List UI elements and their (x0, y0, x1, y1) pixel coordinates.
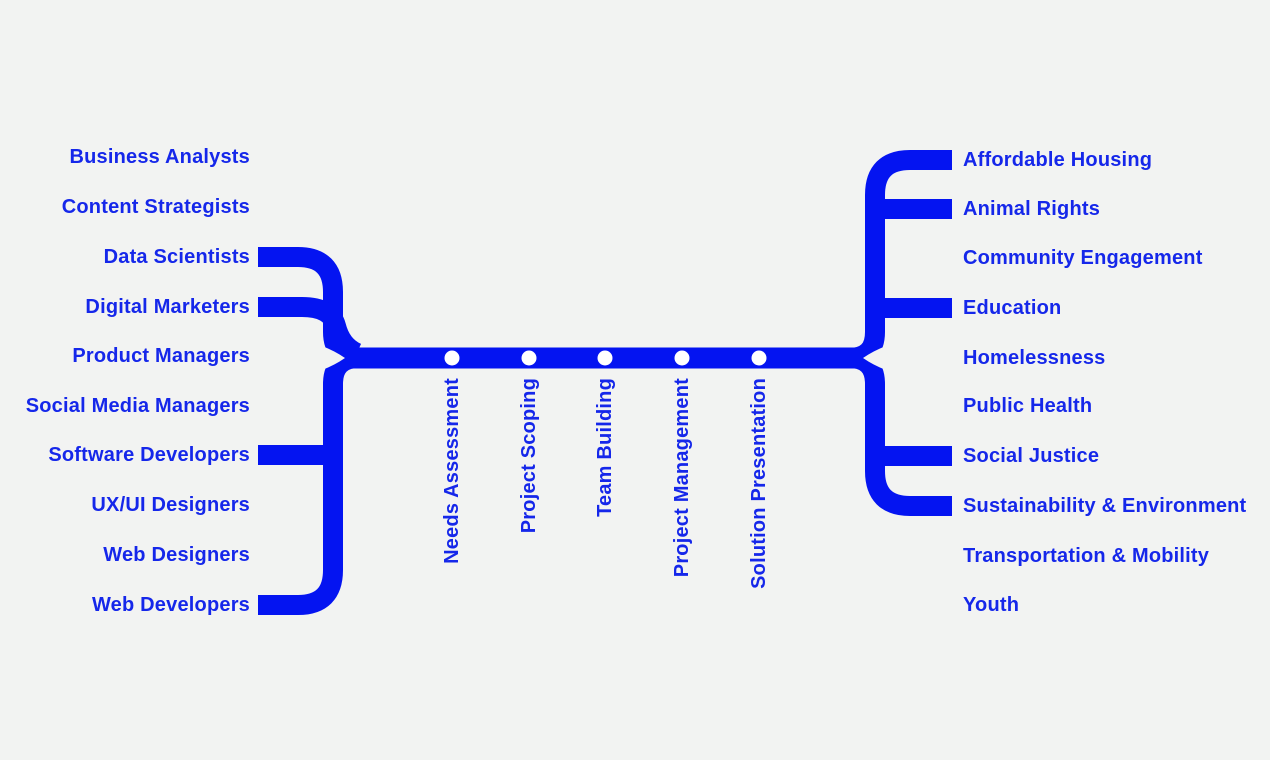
role-label-social-media-managers: Social Media Managers (25, 395, 250, 417)
connector-path-left (258, 297, 362, 363)
station-label-team-building: Team Building (594, 378, 616, 517)
connector-path-right (848, 150, 952, 368)
station-label-solution-presentation: Solution Presentation (748, 378, 770, 589)
station-label-project-management: Project Management (671, 378, 693, 578)
connector-path-right (848, 348, 952, 516)
cause-label-education: Education (963, 297, 1062, 319)
cause-label-youth: Youth (963, 594, 1020, 616)
cause-label-animal-rights: Animal Rights (963, 198, 1101, 220)
cause-label-public-health: Public Health (963, 395, 1093, 417)
junction-notch-right (863, 346, 886, 370)
role-label-data-scientists: Data Scientists (103, 246, 250, 268)
station-dot-1 (444, 350, 460, 366)
cause-label-homelessness: Homelessness (963, 347, 1106, 369)
cause-label-sustainability-environment: Sustainability & Environment (963, 495, 1247, 517)
station-label-project-scoping: Project Scoping (518, 378, 540, 534)
connector-path-left (258, 348, 360, 615)
cause-label-transportation-mobility: Transportation & Mobility (963, 545, 1210, 567)
role-label-ux-ui-designers: UX/UI Designers (91, 494, 250, 516)
station-dot-5 (751, 350, 767, 366)
cause-label-community-engagement: Community Engagement (963, 247, 1203, 269)
station-dot-2 (521, 350, 537, 366)
station-dot-3 (597, 350, 613, 366)
cause-label-affordable-housing: Affordable Housing (963, 149, 1153, 171)
role-label-digital-marketers: Digital Marketers (85, 296, 250, 318)
role-label-web-designers: Web Designers (103, 544, 250, 566)
role-label-content-strategists: Content Strategists (61, 196, 250, 218)
role-label-software-developers: Software Developers (48, 444, 250, 466)
role-label-product-managers: Product Managers (72, 345, 250, 367)
cause-label-social-justice: Social Justice (963, 445, 1100, 467)
role-label-web-developers: Web Developers (91, 594, 250, 616)
junction-notch-left (322, 346, 345, 370)
station-dot-4 (674, 350, 690, 366)
role-label-business-analysts: Business Analysts (69, 146, 250, 168)
station-label-needs-assessment: Needs Assessment (441, 378, 463, 564)
